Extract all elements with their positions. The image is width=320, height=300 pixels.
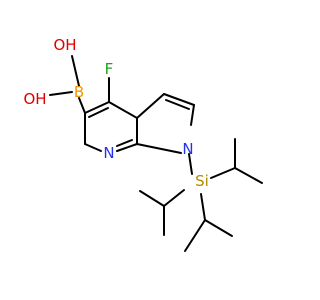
bond-c5-b [78,97,86,114]
bond-c6-n7 [84,143,102,152]
bond-lower-ch-left-methyl [184,219,206,252]
bond-c4-c3a [108,101,138,119]
chemical-structure: F OH OH B N N Si [23,36,263,252]
bond-si-left-ch [163,189,185,207]
pyrrole-nitrogen-label: N [182,140,193,158]
boron-label: B [74,83,84,101]
fluorine-label: F [105,60,114,78]
bond-c3-c2-double [165,99,190,110]
bond-si-right-ch [210,167,236,179]
bond-c3a-c3 [136,93,165,119]
bond-c3-c2 [163,93,195,106]
bond-c4-c5 [84,101,110,114]
bond-group [49,55,263,252]
bond-b-oh-top [71,55,80,87]
bond-si-lower-ch [200,193,206,221]
bond-c2-n1 [190,104,195,126]
bond-n1-si [188,153,193,175]
bond-right-ch-right-methyl [234,167,263,184]
bond-b-oh-bottom [49,91,73,96]
pyridine-nitrogen-label: N [103,144,114,162]
bond-left-ch-left-methyl [139,190,165,207]
hydroxyl-top-label: OH [53,36,76,54]
silicon-label: Si [195,172,209,190]
hydroxyl-bottom-label: OH [23,90,46,108]
bond-n1-c7a [136,143,182,154]
bond-n7-c7a-double [116,139,133,147]
bond-lower-ch-right-methyl [204,219,233,237]
atom-label-group: F OH OH B N N Si [23,36,208,190]
bond-n7-c7a [116,143,138,152]
bond-c4-c5-double [88,107,109,118]
